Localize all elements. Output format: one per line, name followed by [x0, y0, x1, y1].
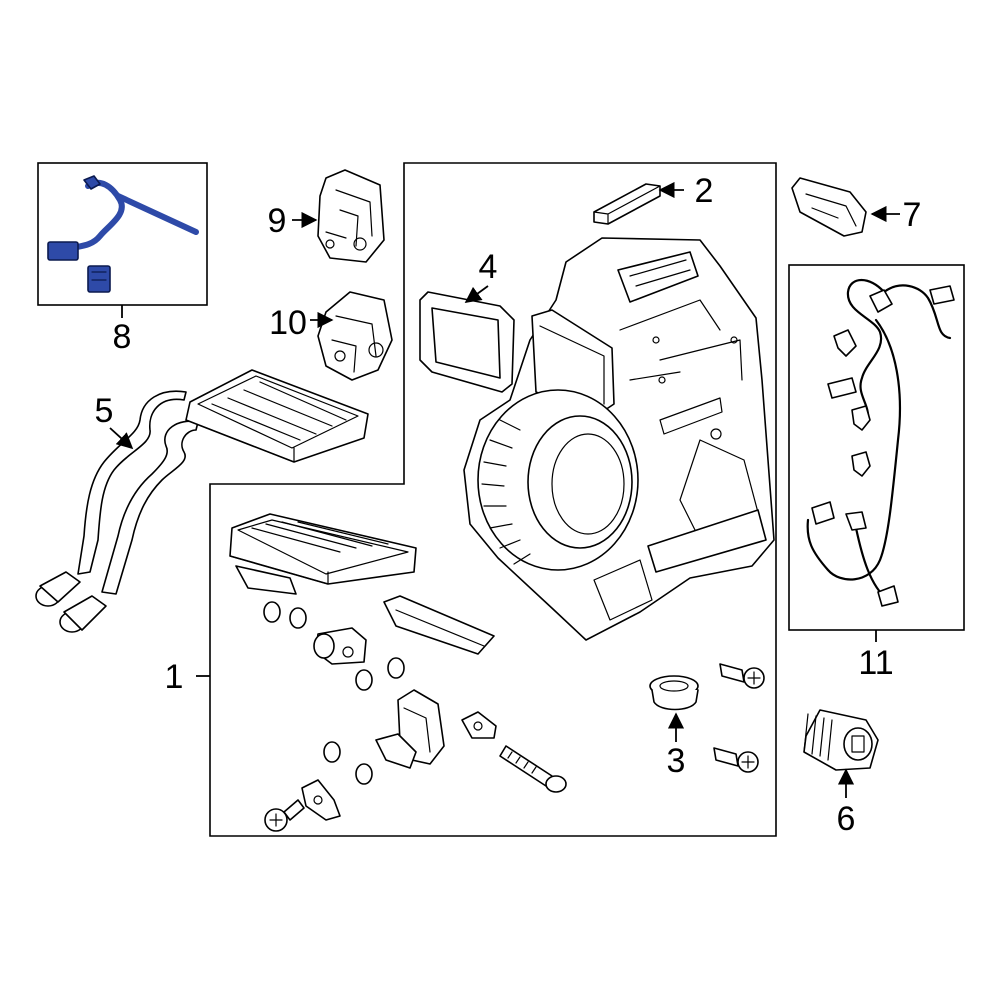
leader-5: [109, 427, 134, 450]
group-frame-8: [37, 162, 208, 306]
callout-5: 5: [95, 392, 114, 430]
leader-4: [464, 285, 489, 303]
part-expansion-valve[interactable]: [313, 627, 367, 665]
callout-3: 3: [667, 742, 686, 780]
part-11-wire-harness[interactable]: [806, 278, 955, 607]
callout-7: 7: [903, 196, 922, 234]
part-screw-lower-left[interactable]: [264, 799, 305, 832]
part-bolt-long[interactable]: [499, 745, 567, 793]
callout-10: 10: [269, 304, 307, 342]
part-5-heater-hoses[interactable]: [35, 390, 199, 633]
part-drain-tray[interactable]: [383, 595, 495, 655]
part-o-rings[interactable]: [263, 601, 405, 785]
callout-6: 6: [837, 800, 856, 838]
part-3-grommet[interactable]: [649, 675, 699, 711]
callout-2: 2: [695, 172, 714, 210]
part-hvac-housing[interactable]: [463, 237, 775, 641]
part-9-mode-actuator[interactable]: [317, 169, 385, 263]
part-10-air-mix-actuator[interactable]: [317, 291, 393, 381]
part-8-sensor-harness[interactable]: [47, 175, 199, 293]
callout-4: 4: [479, 248, 498, 286]
part-evaporator[interactable]: [229, 513, 417, 595]
callout-8: 8: [113, 318, 132, 356]
callout-9: 9: [268, 202, 287, 240]
part-4-gasket[interactable]: [419, 291, 515, 393]
part-6-blower-resistor[interactable]: [803, 709, 879, 771]
part-7-sensor[interactable]: [791, 177, 867, 237]
part-screw-upper-right[interactable]: [719, 663, 765, 689]
part-screw-lower-right[interactable]: [713, 747, 759, 773]
part-2-seal-strip[interactable]: [593, 183, 661, 225]
part-clip-mid[interactable]: [461, 711, 497, 739]
callout-1: 1: [165, 658, 184, 696]
part-heater-core[interactable]: [185, 369, 369, 463]
part-clip-lower[interactable]: [301, 779, 341, 821]
part-pipe-bracket[interactable]: [375, 689, 445, 769]
assembly-frame-1: [209, 162, 777, 837]
callout-11: 11: [858, 644, 893, 682]
